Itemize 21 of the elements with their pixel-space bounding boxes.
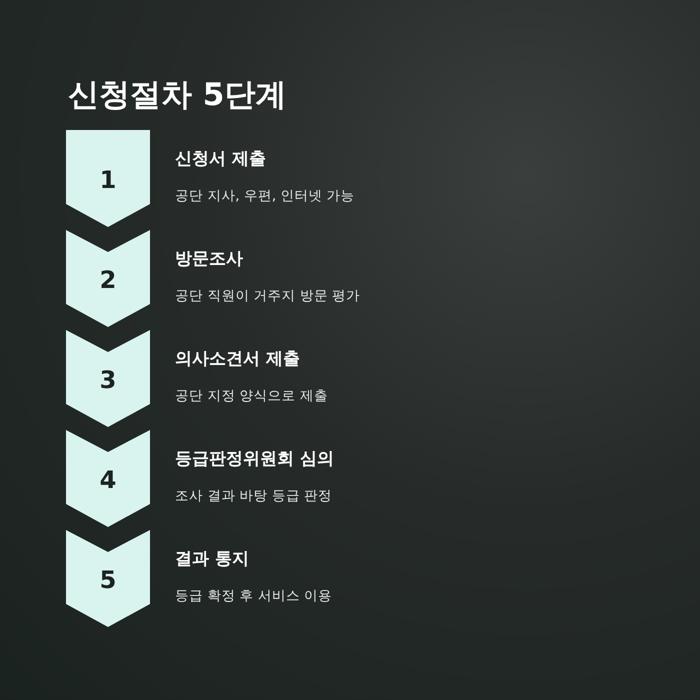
step-marker (66, 430, 150, 530)
step-heading: 등급판정위원회 심의 (175, 448, 334, 470)
step-number: 1 (98, 166, 118, 194)
step-number: 3 (98, 366, 118, 394)
step-marker (66, 530, 150, 630)
step-description: 공단 지사, 우편, 인터넷 가능 (175, 187, 355, 205)
step-number: 2 (98, 266, 118, 294)
title: 신청절차 5단계 (68, 76, 286, 115)
step-heading: 신청서 제출 (175, 148, 266, 170)
step-heading: 의사소견서 제출 (175, 348, 300, 370)
step-description: 조사 결과 바탕 등급 판정 (175, 487, 332, 505)
step-heading: 결과 통지 (175, 548, 249, 570)
step-number: 4 (98, 466, 118, 494)
step-description: 공단 직원이 거주지 방문 평가 (175, 287, 360, 305)
step-marker (66, 330, 150, 430)
step-marker (66, 130, 150, 230)
step-marker (66, 230, 150, 330)
step-heading: 방문조사 (175, 248, 243, 270)
step-description: 등급 확정 후 서비스 이용 (175, 587, 332, 605)
step-number: 5 (98, 566, 118, 594)
step-description: 공단 지정 양식으로 제출 (175, 387, 328, 405)
